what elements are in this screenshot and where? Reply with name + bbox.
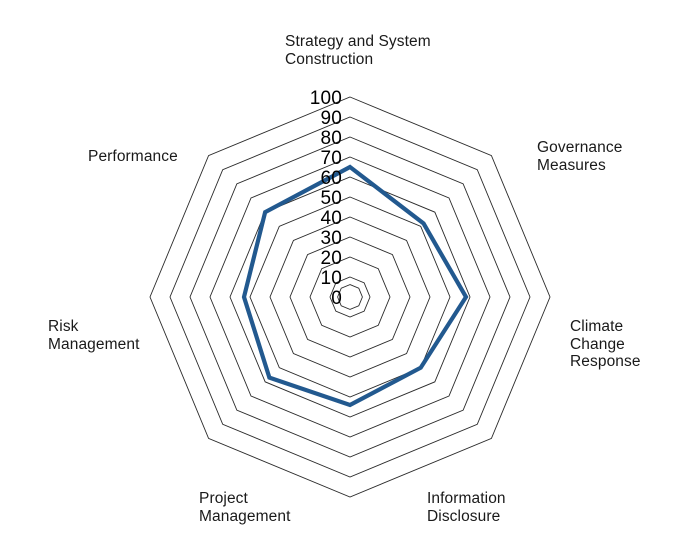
- tick-label-40: 40: [320, 208, 342, 229]
- grid-ring-30: [289, 236, 411, 358]
- tick-label-30: 30: [320, 228, 342, 249]
- tick-label-50: 50: [320, 188, 342, 209]
- tick-label-70: 70: [320, 148, 342, 169]
- tick-label-80: 80: [320, 128, 342, 149]
- axis-label-governance-measures: Governance Measures: [537, 139, 623, 174]
- tick-label-20: 20: [320, 248, 342, 269]
- radar-series-group: [241, 164, 469, 408]
- grid-ring-20: [309, 256, 391, 338]
- axis-label-risk-management: Risk Management: [48, 318, 140, 353]
- tick-label-10: 10: [320, 268, 342, 289]
- tick-label-60: 60: [320, 168, 342, 189]
- radar-grid: [149, 96, 551, 498]
- axis-label-performance: Performance: [88, 148, 178, 165]
- axis-label-project-management: Project Management: [199, 490, 291, 525]
- radar-series-0: [241, 164, 469, 408]
- tick-label-0: 0: [331, 288, 342, 309]
- grid-ring-centre: [337, 284, 363, 310]
- grid-ring-100: [149, 96, 551, 498]
- grid-ring-40: [269, 216, 431, 378]
- axis-label-information-disclosure: Information Disclosure: [427, 490, 506, 525]
- axis-label-climate-change-response: Climate Change Response: [570, 318, 641, 370]
- tick-label-90: 90: [320, 108, 342, 129]
- grid-ring-80: [189, 136, 511, 458]
- axis-label-strategy-and-system-construction: Strategy and System Construction: [285, 33, 431, 68]
- grid-ring-10: [329, 276, 371, 318]
- grid-ring-70: [209, 156, 491, 438]
- tick-label-100: 100: [310, 88, 342, 109]
- grid-ring-60: [229, 176, 471, 418]
- grid-ring-50: [249, 196, 451, 398]
- grid-ring-90: [169, 116, 531, 478]
